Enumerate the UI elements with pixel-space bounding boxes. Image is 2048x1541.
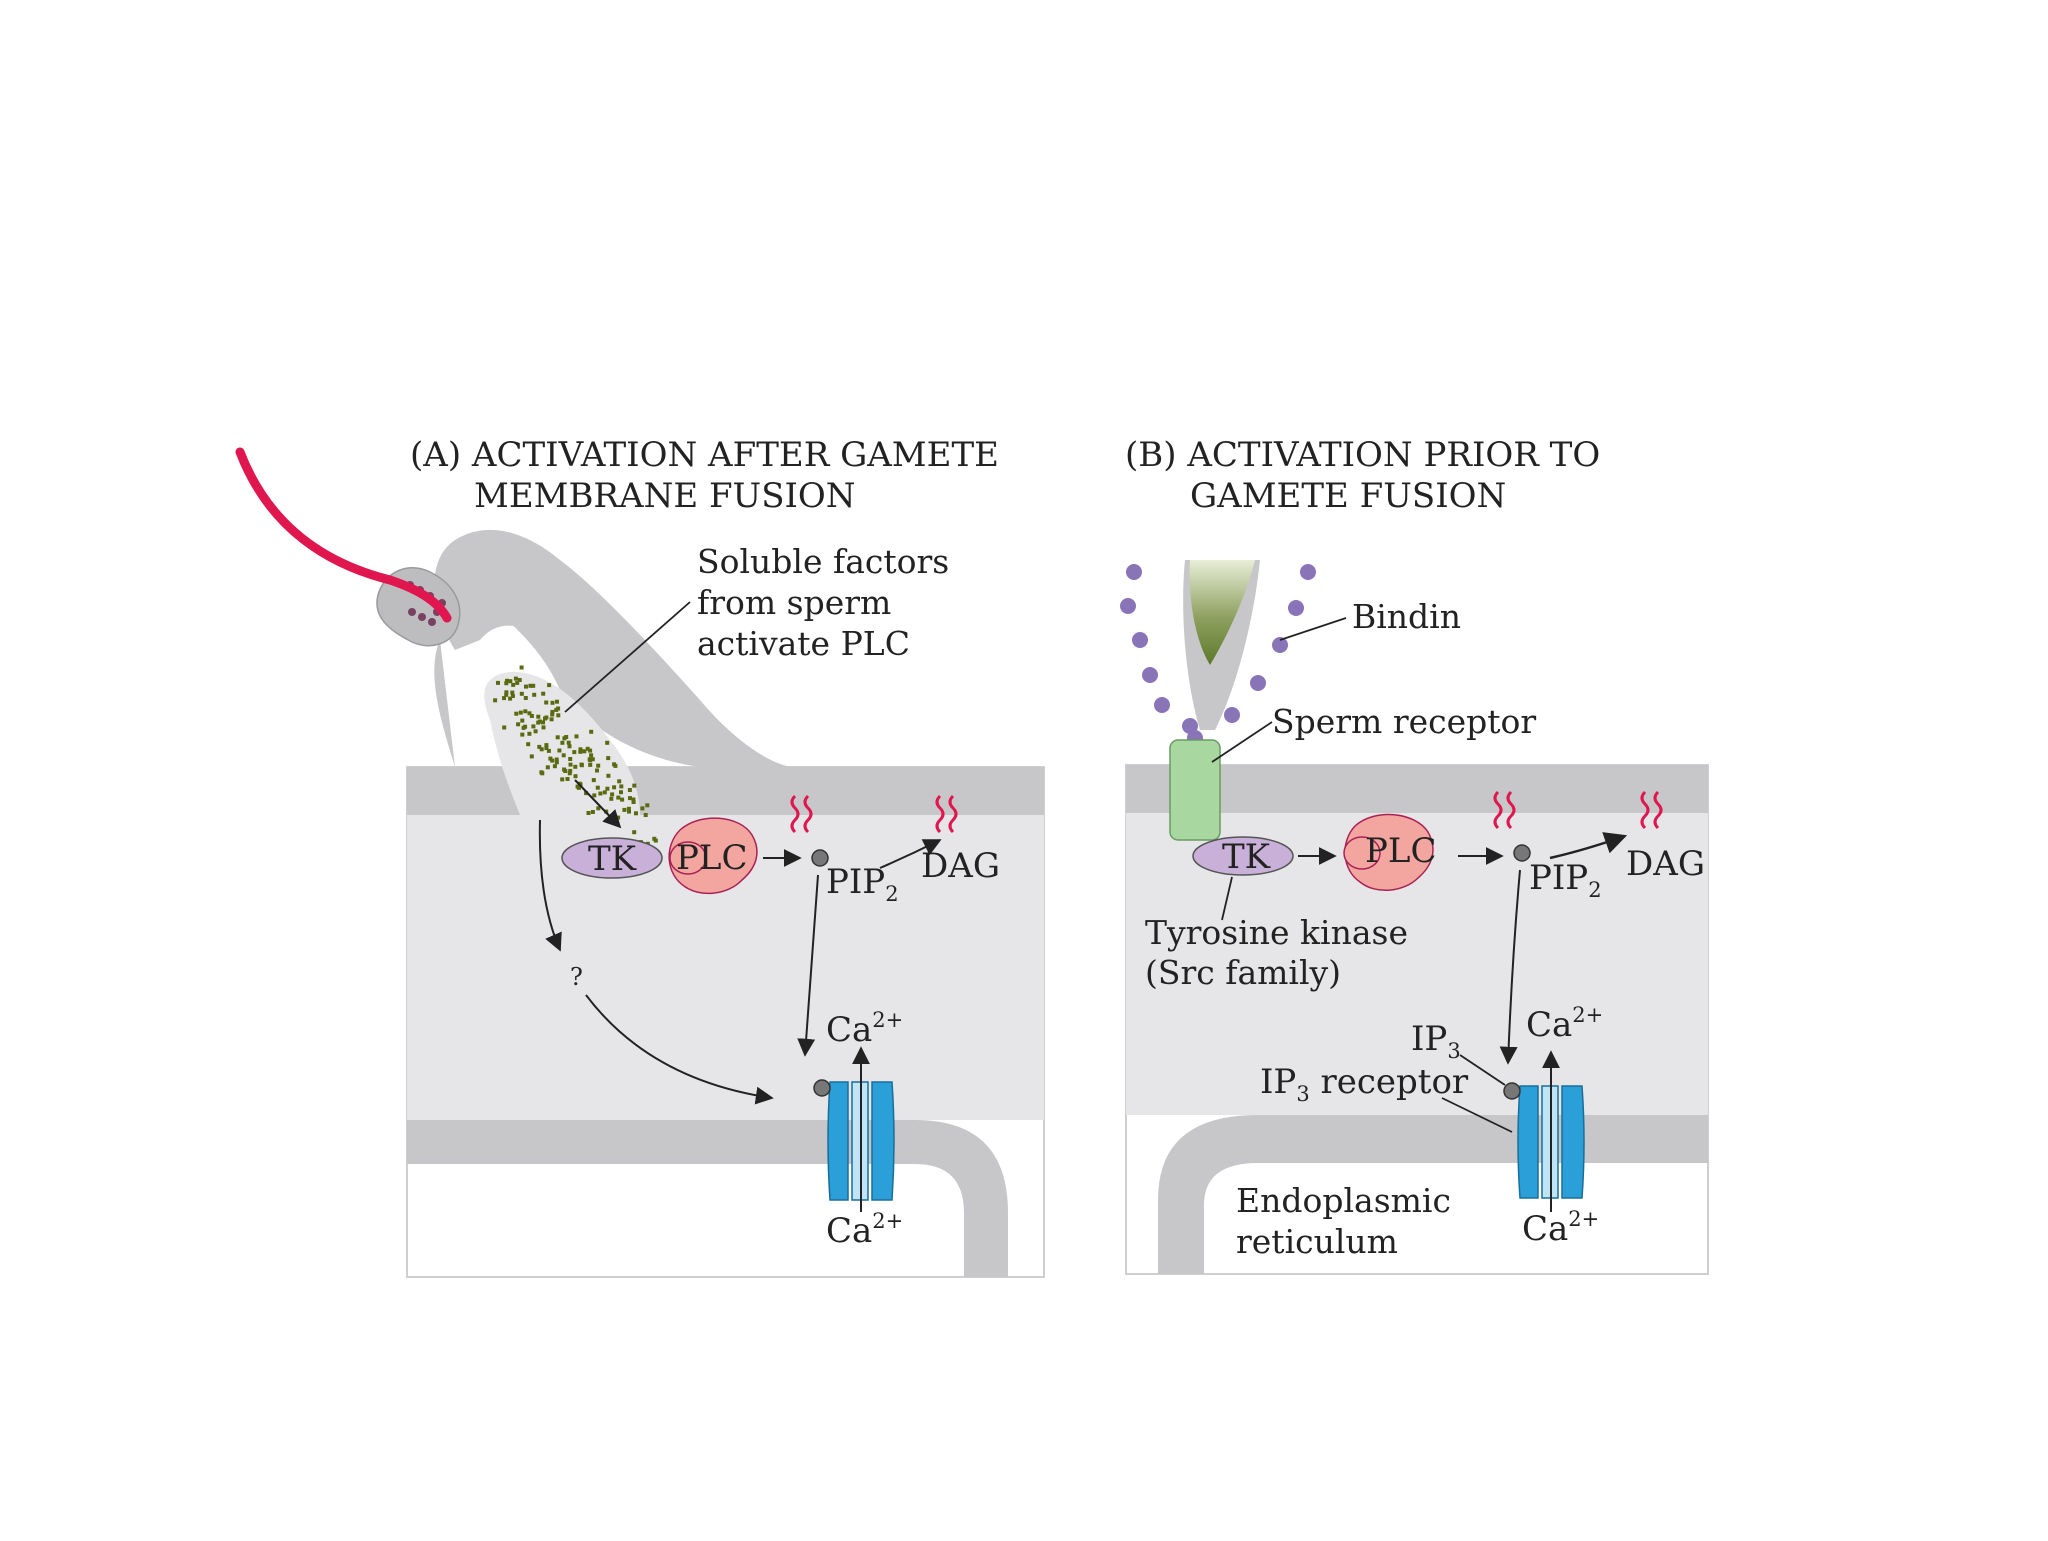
pip2-tail-b2 [1506, 790, 1516, 830]
er-label-line1: Endoplasmic [1236, 1181, 1451, 1220]
ip3-label: IP3 [1411, 1019, 1461, 1063]
arrow-down-to-question [538, 819, 562, 952]
panel-b-title-line1: (B) ACTIVATION PRIOR TO [1125, 435, 1600, 475]
ip3-bound-b [1503, 1082, 1521, 1100]
pip2-label-a: PIP2 [826, 862, 899, 906]
panel-a: (A) ACTIVATION AFTER GAMETE MEMBRANE FUS… [235, 435, 1045, 1278]
soluble-label-line3: activate PLC [697, 624, 910, 663]
pip2-label-b: PIP2 [1529, 858, 1602, 902]
bindin-label: Bindin [1352, 597, 1461, 636]
pip2-tail-b1 [1493, 790, 1503, 830]
plc-enzyme-a-lobe [669, 841, 707, 875]
ca-top-label-b: Ca2+ [1526, 1003, 1603, 1045]
soluble-label-line2: from sperm [697, 583, 891, 622]
panel-a-title-line2: MEMBRANE FUSION [474, 476, 856, 516]
ip3-leader-line [1459, 1054, 1506, 1086]
tk-label-a: TK [588, 839, 637, 879]
soluble-leader-line [564, 601, 691, 713]
panel-a-title-line1: (A) ACTIVATION AFTER GAMETE [410, 435, 999, 475]
question-mark: ? [570, 963, 583, 991]
ip3-receptor-leader-line [1441, 1097, 1513, 1133]
pip2-tail-2 [803, 794, 813, 834]
ip3-channel-b [1517, 1085, 1585, 1199]
arrow-pip2-to-dag [879, 839, 942, 869]
dag-tail-1 [935, 794, 945, 834]
dag-tail-2 [948, 794, 958, 834]
sperm-receptor [1169, 739, 1221, 841]
sperm-tail [235, 447, 452, 623]
dag-tail-b1 [1640, 790, 1650, 830]
plc-enzyme-b [1344, 813, 1434, 892]
panel-b-title-line2: GAMETE FUSION [1190, 476, 1506, 516]
arrow-pip2-to-dag-b [1549, 832, 1628, 860]
plc-label-b: PLC [1365, 831, 1436, 871]
tyrosine-label-line2: (Src family) [1145, 953, 1341, 992]
arrow-pip2-to-channel-a [797, 874, 819, 1057]
dag-label-a: DAG [921, 846, 1000, 886]
tyrosine-label-line1: Tyrosine kinase [1145, 913, 1408, 952]
panel-b-plasma-membrane [1126, 765, 1708, 813]
ip3-receptor-label: IP3 receptor [1260, 1062, 1469, 1106]
ca-bottom-label-a: Ca2+ [826, 1209, 903, 1251]
ca-top-label-a: Ca2+ [826, 1008, 903, 1050]
sperm-receptor-label: Sperm receptor [1272, 702, 1536, 741]
er-label-line2: reticulum [1236, 1222, 1398, 1261]
pip2-tail-1 [790, 794, 800, 834]
plc-enzyme-a [668, 817, 758, 895]
arrow-pip2-to-channel-b [1499, 869, 1521, 1065]
panel-b: (B) ACTIVATION PRIOR TO GAMETE FUSION Bi… [1120, 435, 1709, 1275]
receptor-leader-line [1211, 721, 1273, 763]
bindin-dots [1120, 564, 1316, 746]
acrosomal-core [1189, 560, 1255, 665]
plc-enzyme-b-lobe [1343, 836, 1381, 870]
soluble-label-line1: Soluble factors [697, 542, 949, 581]
plc-label-a: PLC [676, 838, 747, 878]
ip3-bound-a [813, 1079, 831, 1097]
tyrosine-leader-line [1221, 876, 1233, 921]
dag-label-b: DAG [1626, 844, 1705, 884]
pip2-head-b [1513, 844, 1531, 862]
arrow-question-to-channel [585, 994, 774, 1105]
tk-label-b: TK [1222, 837, 1271, 877]
ip3-channel-a [827, 1081, 895, 1201]
tk-enzyme-b [1192, 836, 1294, 876]
ca-bottom-label-b: Ca2+ [1522, 1207, 1599, 1249]
bindin-leader-line [1279, 617, 1347, 641]
tk-enzyme-a [561, 837, 663, 879]
panel-a-plasma-membrane [407, 767, 1044, 815]
dag-tail-b2 [1653, 790, 1663, 830]
pip2-head-a [811, 849, 829, 867]
arrow-soluble-to-tk [574, 779, 622, 829]
fertilization-cone-neck [434, 529, 790, 767]
